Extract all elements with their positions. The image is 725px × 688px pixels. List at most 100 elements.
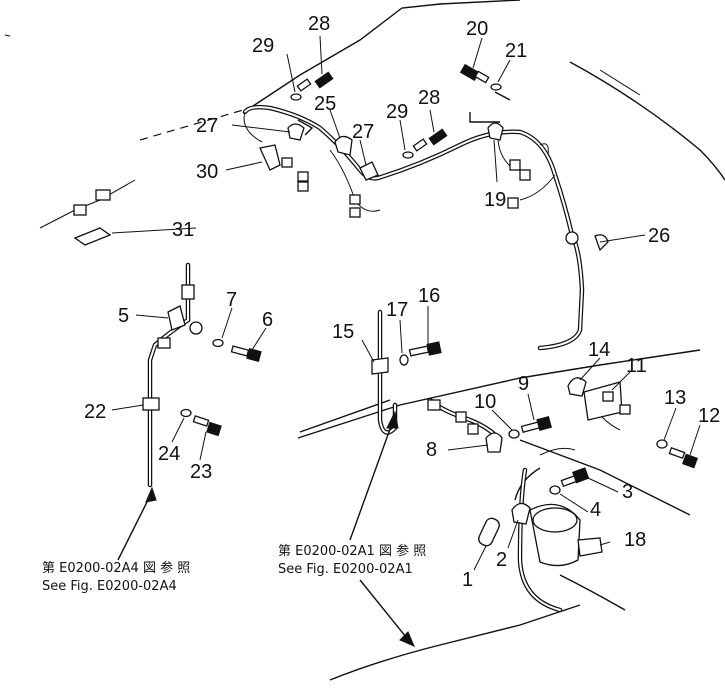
cover-top-edge xyxy=(249,0,521,109)
wire-branch-30 xyxy=(243,111,263,143)
callout-24: 24 xyxy=(158,443,180,465)
connector-icon xyxy=(519,169,531,181)
connector-icon xyxy=(507,197,519,209)
reference-center-jp: 第 E0200-02A1 図 参 照 xyxy=(278,543,426,559)
connector-icon xyxy=(602,391,614,402)
washer-icon xyxy=(402,151,414,159)
mount-bracket-27 xyxy=(297,119,314,136)
bolt-icon xyxy=(408,341,442,357)
wire-31 xyxy=(39,179,136,229)
callout-17: 17 xyxy=(386,299,408,321)
callout-labels: 28 29 20 21 25 28 27 27 29 30 19 26 31 5… xyxy=(84,13,720,591)
reference-arrow-left xyxy=(117,491,153,561)
cover-right-edge xyxy=(569,61,725,181)
bracket-icon xyxy=(73,227,112,246)
callout-9: 9 xyxy=(518,373,529,395)
mount-bracket-21 xyxy=(494,91,511,101)
washer-icon xyxy=(656,439,668,449)
arrowhead-icon xyxy=(145,486,157,503)
callout-2: 2 xyxy=(496,549,507,571)
clamp-icon xyxy=(334,135,353,156)
connector-icon xyxy=(509,159,521,171)
wire-loop-right xyxy=(539,143,549,156)
frame-diagonal-edge-lower xyxy=(299,399,391,433)
connector-icon xyxy=(73,204,87,216)
connector-icon xyxy=(619,404,631,415)
callout-12: 12 xyxy=(698,405,720,427)
callout-19: 19 xyxy=(484,189,506,211)
clip-icon xyxy=(181,284,195,300)
wire-to-bolt-3 xyxy=(539,447,576,456)
mount-bracket-19 xyxy=(469,112,500,123)
sleeve-icon xyxy=(478,517,500,547)
callout-16: 16 xyxy=(418,285,440,307)
cover-dashed-edge xyxy=(139,107,251,141)
grommet-icon xyxy=(565,231,579,245)
connector-icon xyxy=(349,194,361,205)
grommet-icon xyxy=(189,321,203,335)
bolt-icon xyxy=(459,63,490,84)
callout-30: 30 xyxy=(196,161,218,183)
callout-28-top: 28 xyxy=(308,13,330,35)
washer-icon xyxy=(399,354,409,366)
corner-mark xyxy=(4,34,11,37)
lower-bracket-edge xyxy=(514,467,541,501)
callout-31: 31 xyxy=(172,219,194,241)
frame-diagonal-edge xyxy=(297,349,701,439)
parts xyxy=(39,63,698,567)
washer-icon xyxy=(290,93,302,101)
callout-25: 25 xyxy=(314,93,336,115)
callout-1: 1 xyxy=(462,569,473,591)
bolt-icon xyxy=(668,446,698,469)
lower-frame-edge xyxy=(519,439,691,516)
figure-references: 第 E0200-02A4 図 参 照 See Fig. E0200-02A4 第… xyxy=(42,543,426,594)
callout-4: 4 xyxy=(590,499,601,521)
washer-icon xyxy=(508,429,520,439)
callout-20: 20 xyxy=(466,18,488,40)
bolt-icon xyxy=(296,71,334,92)
callout-7: 7 xyxy=(226,289,237,311)
washer-icon xyxy=(180,408,192,418)
washer-icon xyxy=(549,485,561,495)
clip-icon xyxy=(371,357,389,375)
clip-icon xyxy=(567,377,587,397)
reference-center-en: See Fig. E0200-02A1 xyxy=(278,562,413,577)
reference-left-jp: 第 E0200-02A4 図 参 照 xyxy=(42,560,190,576)
clip-icon xyxy=(511,502,531,525)
callout-8: 8 xyxy=(426,439,437,461)
connector-icon xyxy=(95,189,111,201)
clamp-icon xyxy=(485,432,503,453)
connector-icon xyxy=(281,157,293,168)
wire-branch-connector xyxy=(519,174,556,201)
callout-15: 15 xyxy=(332,321,354,343)
bracket-icon xyxy=(259,144,281,171)
callout-28-mid: 28 xyxy=(418,87,440,109)
bracket-icon xyxy=(167,305,186,331)
bottom-frame-right xyxy=(559,574,626,611)
bottom-frame-curve xyxy=(329,604,581,681)
callout-5: 5 xyxy=(118,305,129,327)
callout-14: 14 xyxy=(588,339,610,361)
callout-6: 6 xyxy=(262,309,273,331)
callout-29-top: 29 xyxy=(252,35,274,57)
cover-detail-line xyxy=(599,69,641,96)
callout-26: 26 xyxy=(648,225,670,247)
bolt-icon xyxy=(560,467,590,488)
frame-outline xyxy=(4,0,725,681)
callout-23: 23 xyxy=(190,461,212,483)
clamp-icon xyxy=(142,397,160,411)
callout-29-mid: 29 xyxy=(386,101,408,123)
callout-10: 10 xyxy=(474,391,496,413)
callout-22: 22 xyxy=(84,401,106,423)
reference-left-en: See Fig. E0200-02A4 xyxy=(42,579,177,594)
leader-lines xyxy=(111,35,701,647)
washer-icon xyxy=(212,338,224,348)
callout-3: 3 xyxy=(622,481,633,503)
washer-icon xyxy=(490,83,502,91)
reference-arrow-center-down xyxy=(359,579,411,643)
connector-icon xyxy=(467,423,479,435)
arrowhead-icon xyxy=(386,410,399,429)
connector-icon xyxy=(427,399,441,411)
clamp-icon xyxy=(287,123,305,141)
